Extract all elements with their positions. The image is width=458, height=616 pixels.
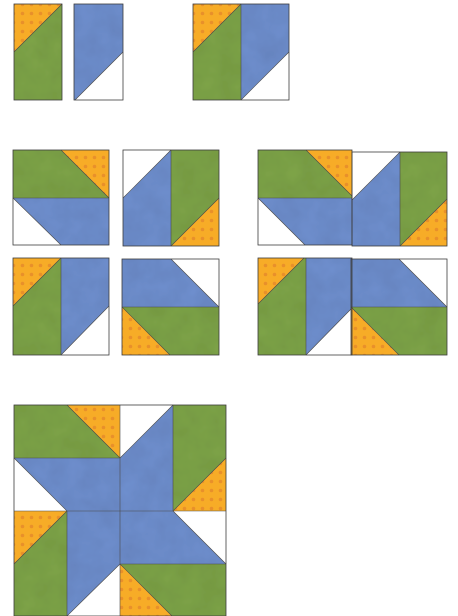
sewn-rectangle-unit	[193, 4, 289, 100]
unit-bottom-left	[13, 258, 109, 355]
step-1-strips	[14, 4, 289, 100]
blue-white-strip	[74, 4, 123, 100]
joined-top-row	[258, 150, 447, 246]
unit-top-left	[13, 150, 109, 245]
finished-pinwheel-block	[14, 405, 226, 616]
unit-bottom-right	[122, 259, 219, 355]
step-2-units	[13, 150, 447, 355]
joined-bottom-row	[258, 258, 447, 355]
unit-top-right	[123, 150, 219, 246]
orange-green-strip	[14, 4, 62, 100]
